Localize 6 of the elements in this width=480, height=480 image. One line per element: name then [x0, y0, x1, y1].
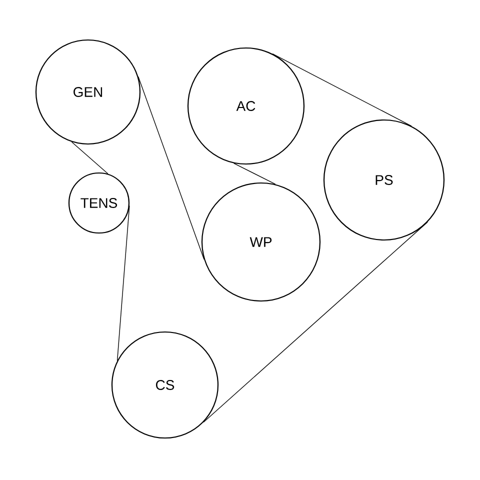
belt-line [116, 205, 130, 362]
belt-line [272, 53, 412, 126]
belt-line [71, 142, 108, 174]
belt-line [138, 76, 204, 260]
belt-line [233, 162, 276, 185]
belt-line [203, 222, 428, 423]
